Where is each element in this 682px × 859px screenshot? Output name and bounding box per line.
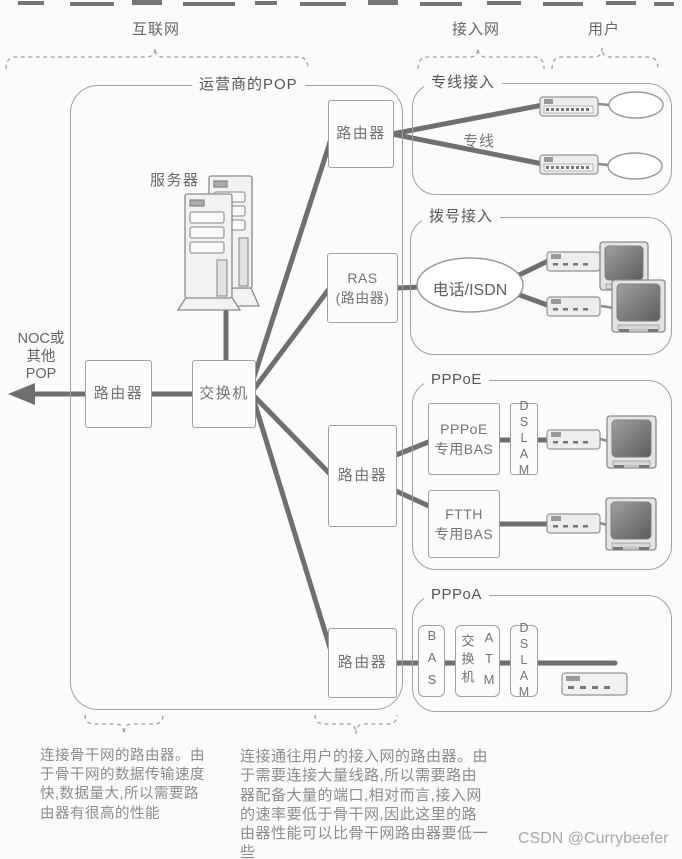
- pppoe-frame: [412, 380, 672, 570]
- computer-icon: [611, 279, 666, 333]
- server-label: 服务器: [150, 172, 200, 189]
- switch-to-ras: [251, 286, 332, 392]
- pppoa-title: PPPoA: [424, 587, 489, 603]
- leased-line-2: [389, 131, 546, 167]
- access-net-brace: [417, 47, 545, 70]
- ras-box: RAS (路由器): [327, 253, 398, 323]
- atm-switch-cn-label: 交换机: [459, 634, 475, 688]
- modem-icon: [539, 96, 599, 117]
- pppoe-bas-box: PPPoE 专用BAS: [428, 403, 500, 475]
- modem-icon: [546, 296, 601, 317]
- computer-icon: [606, 415, 657, 469]
- phone-isdn-label: 电话/ISDN: [432, 282, 508, 299]
- cloud-to-modem-1: [514, 257, 553, 279]
- cloud-to-modem-2: [514, 291, 553, 309]
- backbone-router-note: 连接骨干网的路由器。由于骨干网的数据传输速度快,数据量大,所以需要路由器有很高的…: [40, 748, 205, 822]
- switch-to-bottom-router: [251, 398, 334, 654]
- bas-label: BAS: [424, 628, 440, 694]
- scan-artifacts: [18, 0, 674, 6]
- leased-access-title: 专线接入: [424, 75, 503, 91]
- noc-arrow-head: [8, 383, 35, 405]
- pppoa-dslam-box: DSLAM: [510, 621, 538, 701]
- switch-to-top-router: [251, 136, 334, 380]
- pppoe-dslam-box: DSLAM: [510, 399, 538, 479]
- brace-marks: [5, 47, 659, 735]
- router-top-box: 路由器: [328, 100, 394, 168]
- modem-icon: [546, 251, 601, 272]
- router-bottom-box: 路由器: [328, 628, 397, 698]
- access-router-note: 连接通往用户的接入网的路由器。由于需要连接大量线路,所以需要路由器配备大量的端口…: [240, 748, 489, 859]
- users-brace: [551, 47, 659, 70]
- computer-icon: [599, 241, 649, 291]
- ftth-bas-box: FTTH 专用BAS: [428, 490, 500, 558]
- router-left-box: 路由器: [85, 360, 152, 428]
- dialup-access-frame: [410, 217, 672, 355]
- midrouter-to-pppoe-bas: [393, 438, 434, 458]
- modem-icon: [539, 154, 599, 175]
- pop-title: 运营商的POP: [192, 77, 305, 93]
- modem-icon: [546, 513, 601, 534]
- connector-lines: [30, 102, 618, 666]
- internet-brace: [5, 47, 309, 70]
- dialup-access-title: 拨号接入: [422, 209, 501, 225]
- atm-switch-en-label: ATM: [481, 629, 497, 693]
- leased-access-frame: [412, 83, 672, 195]
- users-label: 用户: [588, 21, 621, 38]
- dslam-label: DSLAM: [517, 621, 531, 701]
- backbone-router-brace: [84, 714, 164, 735]
- watermark: CSDN @Currybeefer: [518, 830, 669, 847]
- modem-icon: [561, 672, 628, 696]
- dslam-label: DSLAM: [517, 399, 531, 479]
- pppoe-title: PPPoE: [424, 372, 489, 388]
- pppoa-atm-switch-box: 交换机 ATM: [455, 625, 500, 697]
- leased-line-label: 专线: [463, 133, 496, 150]
- midrouter-to-ftth-bas: [393, 488, 434, 510]
- modem-icon: [546, 429, 601, 450]
- pppoa-frame: [412, 595, 672, 712]
- phone-isdn-ellipse-icon: [416, 257, 524, 313]
- leased-line-1: [389, 102, 546, 137]
- router-mid-box: 路由器: [328, 425, 397, 527]
- access-network-label: 接入网: [452, 21, 501, 38]
- computer-icon: [605, 497, 657, 551]
- internet-label: 互联网: [132, 21, 181, 38]
- server-icon: [176, 175, 261, 311]
- noc-label: NOC或 其他 POP: [17, 331, 65, 382]
- switch-to-mid-router: [251, 393, 333, 477]
- access-router-brace: [314, 714, 398, 735]
- switch-box: 交换机: [192, 360, 256, 428]
- pppoa-bas-box: BAS: [418, 625, 445, 697]
